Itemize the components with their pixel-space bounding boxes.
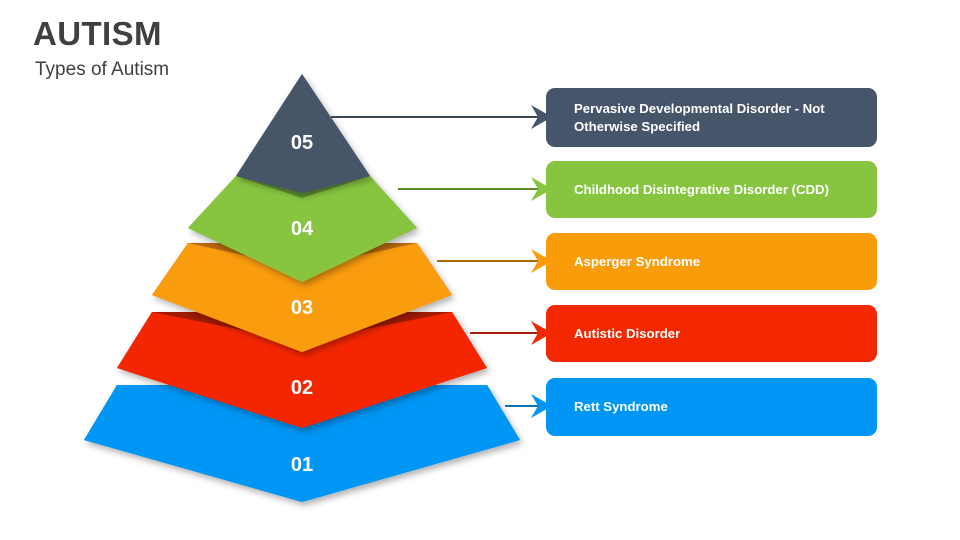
pyramid-tier-05[interactable] xyxy=(236,74,370,193)
label-box-autistic-disorder[interactable]: Autistic Disorder xyxy=(546,305,877,362)
pyramid-tier-04[interactable] xyxy=(188,176,417,282)
tier-03-side xyxy=(152,243,452,352)
label-box-rett-syndrome[interactable]: Rett Syndrome xyxy=(546,378,877,436)
label-box-pervasive-developmental-disorder[interactable]: Pervasive Developmental Disorder - Not O… xyxy=(546,88,877,147)
tier-04-side xyxy=(188,176,417,282)
tier-02-side xyxy=(117,312,487,428)
label-text-01: Rett Syndrome xyxy=(574,399,668,415)
label-box-childhood-disintegrative-disorder[interactable]: Childhood Disintegrative Disorder (CDD) xyxy=(546,161,877,218)
label-box-asperger-syndrome[interactable]: Asperger Syndrome xyxy=(546,233,877,290)
tier-05-bevel xyxy=(236,74,370,188)
page-title: AUTISM xyxy=(33,15,162,52)
label-text-05: Pervasive Developmental Disorder - Not O… xyxy=(574,100,825,134)
label-text-04: Childhood Disintegrative Disorder (CDD) xyxy=(574,181,829,197)
page-subtitle: Types of Autism xyxy=(35,59,170,80)
label-text-03: Asperger Syndrome xyxy=(574,253,701,269)
pyramid-diagram: 05 04 03 02 01 xyxy=(0,0,520,502)
tier-01-face-top xyxy=(84,440,520,502)
pyramid-tier-02[interactable] xyxy=(117,312,487,428)
label-text-02: Autistic Disorder xyxy=(574,325,681,341)
